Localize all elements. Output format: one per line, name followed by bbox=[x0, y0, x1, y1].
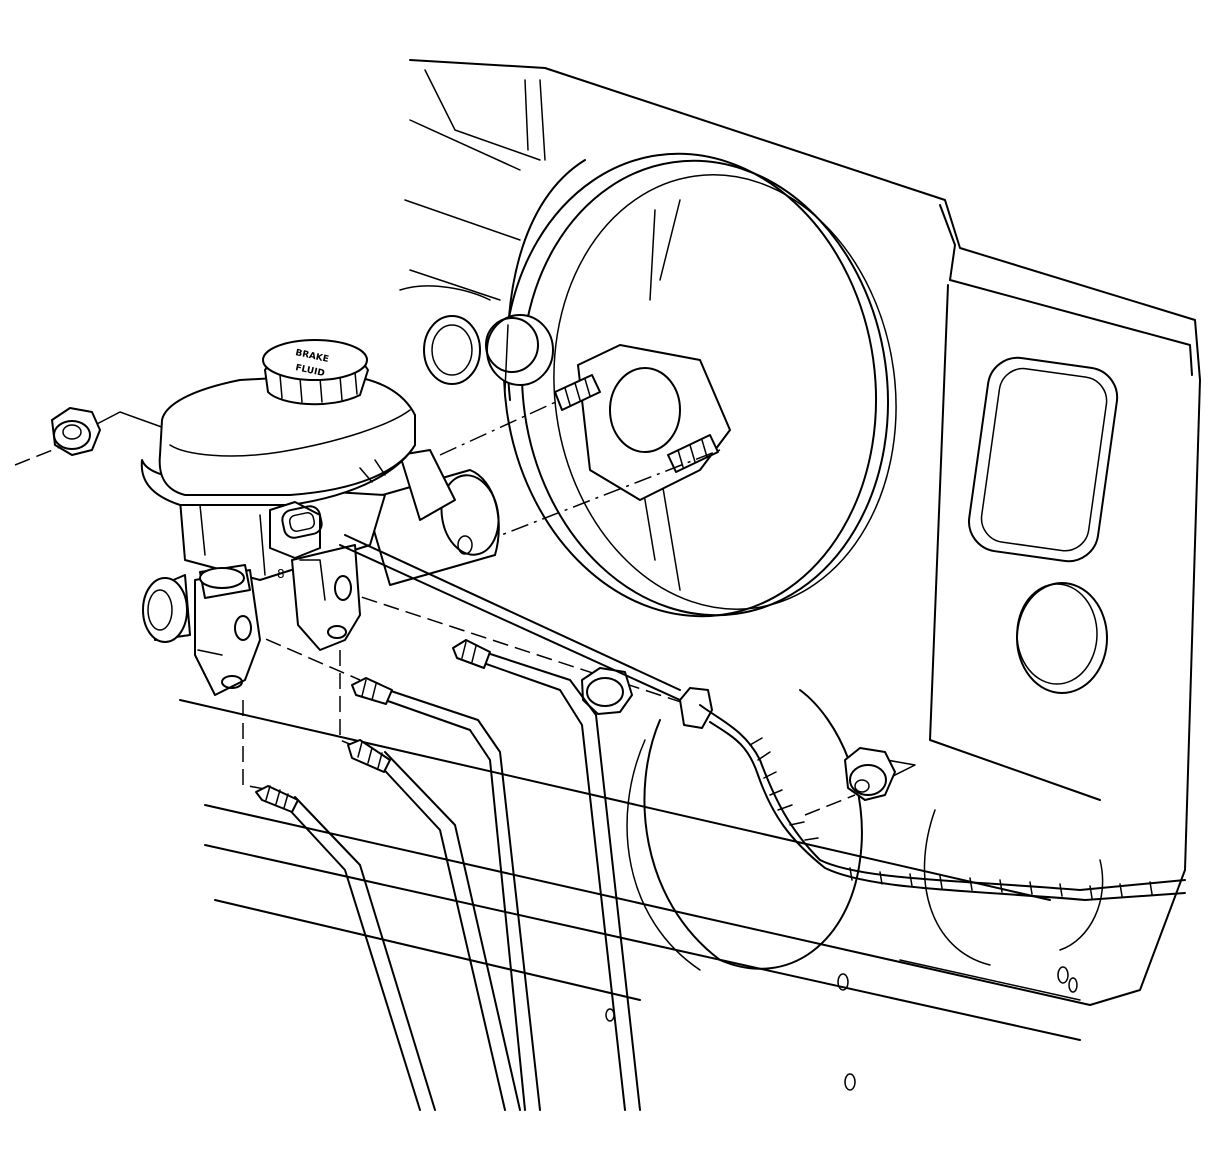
port-mark: 8 bbox=[277, 567, 285, 581]
dash-panel bbox=[179, 59, 1201, 1091]
fluid-reservoir bbox=[140, 374, 416, 506]
mounting-nut-right bbox=[844, 747, 896, 801]
check-valve-grommet bbox=[485, 314, 554, 391]
booster-stud-lower bbox=[667, 434, 719, 473]
tube-nut-1 bbox=[255, 785, 299, 813]
wiring-harness bbox=[339, 534, 1186, 901]
outlet-port-left bbox=[194, 564, 261, 696]
brake-booster bbox=[502, 152, 897, 618]
tube-nut-3 bbox=[351, 677, 393, 705]
tube-nut-4 bbox=[452, 639, 491, 669]
mounting-nut-left bbox=[51, 407, 101, 456]
master-cylinder: BRAKE FLUID 8 bbox=[140, 339, 500, 696]
proportioning-valve-cap bbox=[142, 574, 191, 643]
booster-mounting-hole bbox=[399, 285, 491, 385]
fluid-level-sensor bbox=[269, 501, 323, 559]
booster-stud-upper bbox=[554, 374, 601, 411]
outlet-port-right bbox=[291, 544, 361, 651]
tube-nut-2 bbox=[347, 739, 391, 773]
brake-lines bbox=[284, 649, 641, 1111]
reservoir-cap: BRAKE FLUID bbox=[262, 339, 369, 406]
